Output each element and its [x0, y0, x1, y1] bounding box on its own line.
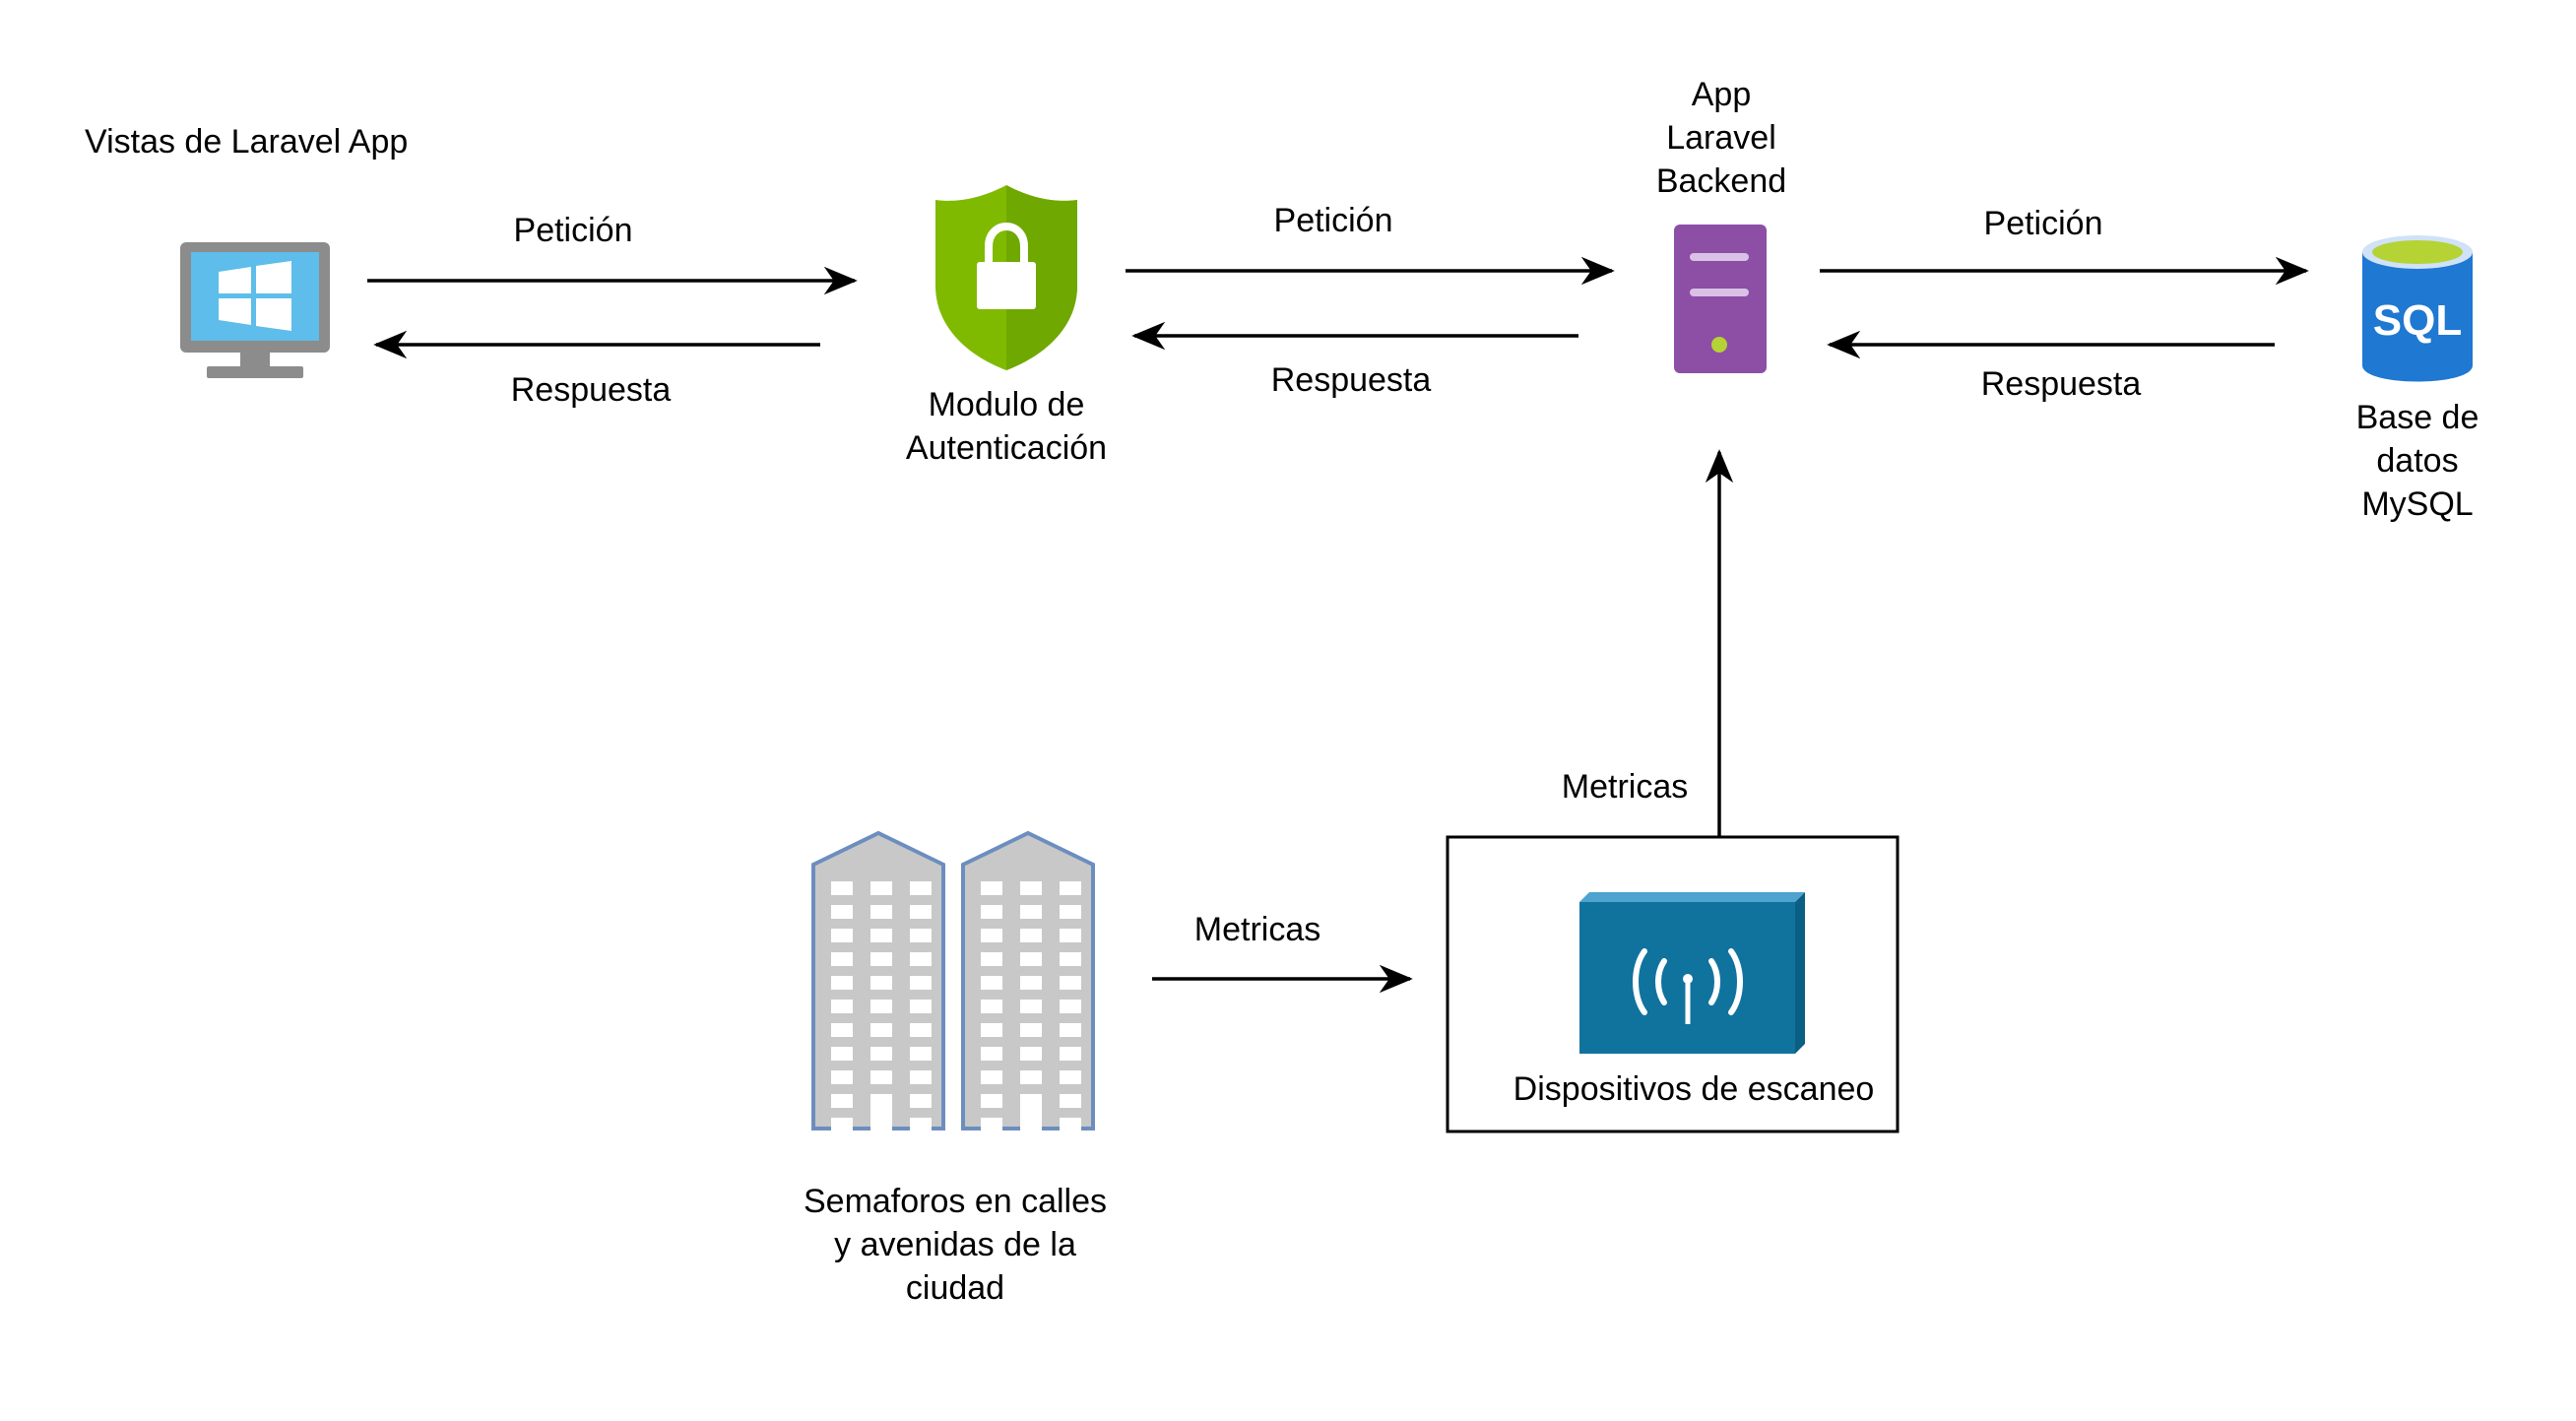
building-window	[1060, 905, 1081, 919]
auth-label-line-2: Autenticación	[905, 429, 1108, 467]
edge-label-auth-to-client: Respuesta	[510, 371, 672, 409]
building-window	[910, 1094, 932, 1108]
auth-label-line-1: Modulo de	[928, 386, 1085, 423]
edge-label-backend-to-auth: Respuesta	[1270, 361, 1432, 399]
building-window	[1020, 929, 1042, 942]
building-door	[1020, 1097, 1042, 1127]
edge-label-db-to-backend: Respuesta	[1980, 365, 2142, 403]
building-window	[870, 1070, 892, 1084]
building-window	[981, 1047, 1002, 1061]
building-window	[981, 1094, 1002, 1108]
server-icon	[1674, 225, 1767, 373]
building-window	[1060, 1047, 1081, 1061]
building-window	[870, 1000, 892, 1013]
building-window	[870, 952, 892, 966]
edge-label-scanners-to-backend: Metricas	[1561, 768, 1689, 806]
building-window	[831, 1047, 853, 1061]
building-window	[831, 1094, 853, 1108]
building-window	[831, 929, 853, 942]
building-window	[1020, 1023, 1042, 1037]
building-window	[910, 1047, 932, 1061]
building-window	[1020, 952, 1042, 966]
database-label-line-1: Base de	[2355, 399, 2479, 436]
building-window	[981, 1023, 1002, 1037]
building-window	[831, 1000, 853, 1013]
building-window	[831, 976, 853, 990]
client-label: Vistas de Laravel App	[85, 123, 409, 161]
traffic-lights-label-line-3: ciudad	[905, 1269, 1005, 1307]
building-window	[831, 1070, 853, 1084]
building-window	[1060, 1023, 1081, 1037]
building-window	[870, 1023, 892, 1037]
building-window	[1060, 1118, 1081, 1131]
buildings-icon	[811, 830, 1095, 1131]
edge-label-lights-to-scanners: Metricas	[1193, 911, 1321, 948]
wireless-access-point-icon	[1579, 892, 1805, 1054]
security-shield-lock-icon	[935, 185, 1077, 370]
building-window	[981, 976, 1002, 990]
backend-label-line-2: Laravel	[1666, 119, 1776, 157]
scanners-label: Dispositivos de escaneo	[1513, 1070, 1875, 1108]
building-window	[1060, 929, 1081, 942]
database-label-line-3: MySQL	[2361, 485, 2474, 523]
building-window	[910, 976, 932, 990]
building-window	[981, 1070, 1002, 1084]
building-window	[831, 905, 853, 919]
building-window	[910, 1118, 932, 1131]
building-window	[1020, 1047, 1042, 1061]
building-window	[1060, 952, 1081, 966]
backend-label-line-3: Backend	[1655, 162, 1787, 200]
building-window	[981, 1118, 1002, 1131]
building-window	[910, 905, 932, 919]
building-window	[870, 881, 892, 895]
building-window	[870, 929, 892, 942]
traffic-lights-label-line-2: y avenidas de la	[834, 1226, 1076, 1263]
building-window	[910, 952, 932, 966]
building-window	[1060, 1000, 1081, 1013]
building-window	[910, 929, 932, 942]
building-window	[1020, 976, 1042, 990]
edge-label-backend-to-db: Petición	[1983, 205, 2103, 242]
backend-label-line-1: App	[1691, 76, 1752, 113]
traffic-lights-label-line-1: Semaforos en calles	[803, 1183, 1108, 1220]
building-window	[1060, 976, 1081, 990]
scanners-box	[1446, 835, 1900, 1133]
building-window	[910, 1000, 932, 1013]
building-window	[981, 1000, 1002, 1013]
auth-label: Modulo de Autenticación	[906, 383, 1107, 470]
building-window	[1020, 1000, 1042, 1013]
building-window	[1060, 1070, 1081, 1084]
building-window	[831, 1118, 853, 1131]
building-window	[981, 905, 1002, 919]
building-window	[870, 1047, 892, 1061]
building-window	[831, 1023, 853, 1037]
traffic-lights-label: Semaforos en calles y avenidas de la ciu…	[804, 1180, 1107, 1310]
building-window	[870, 976, 892, 990]
building-window	[1060, 881, 1081, 895]
building-window	[1020, 881, 1042, 895]
building-window	[1060, 1094, 1081, 1108]
edge-label-auth-to-backend: Petición	[1273, 202, 1393, 239]
building-window	[831, 952, 853, 966]
edge-label-client-to-auth: Petición	[513, 212, 633, 249]
windows-monitor-icon	[180, 242, 330, 378]
backend-label: App Laravel Backend	[1656, 73, 1786, 203]
building-window	[981, 929, 1002, 942]
building-window	[981, 952, 1002, 966]
building-window	[910, 881, 932, 895]
building-window	[910, 1023, 932, 1037]
building-window	[981, 881, 1002, 895]
database-label-line-2: datos	[2376, 442, 2459, 480]
database-label: Base de datos MySQL	[2356, 396, 2479, 526]
building-window	[910, 1070, 932, 1084]
sql-database-icon: SQL	[2362, 235, 2473, 382]
building-window	[1020, 1070, 1042, 1084]
building-door	[870, 1097, 892, 1127]
sql-icon-text: SQL	[2373, 296, 2462, 345]
building-window	[831, 881, 853, 895]
building-window	[1020, 905, 1042, 919]
building-window	[870, 905, 892, 919]
